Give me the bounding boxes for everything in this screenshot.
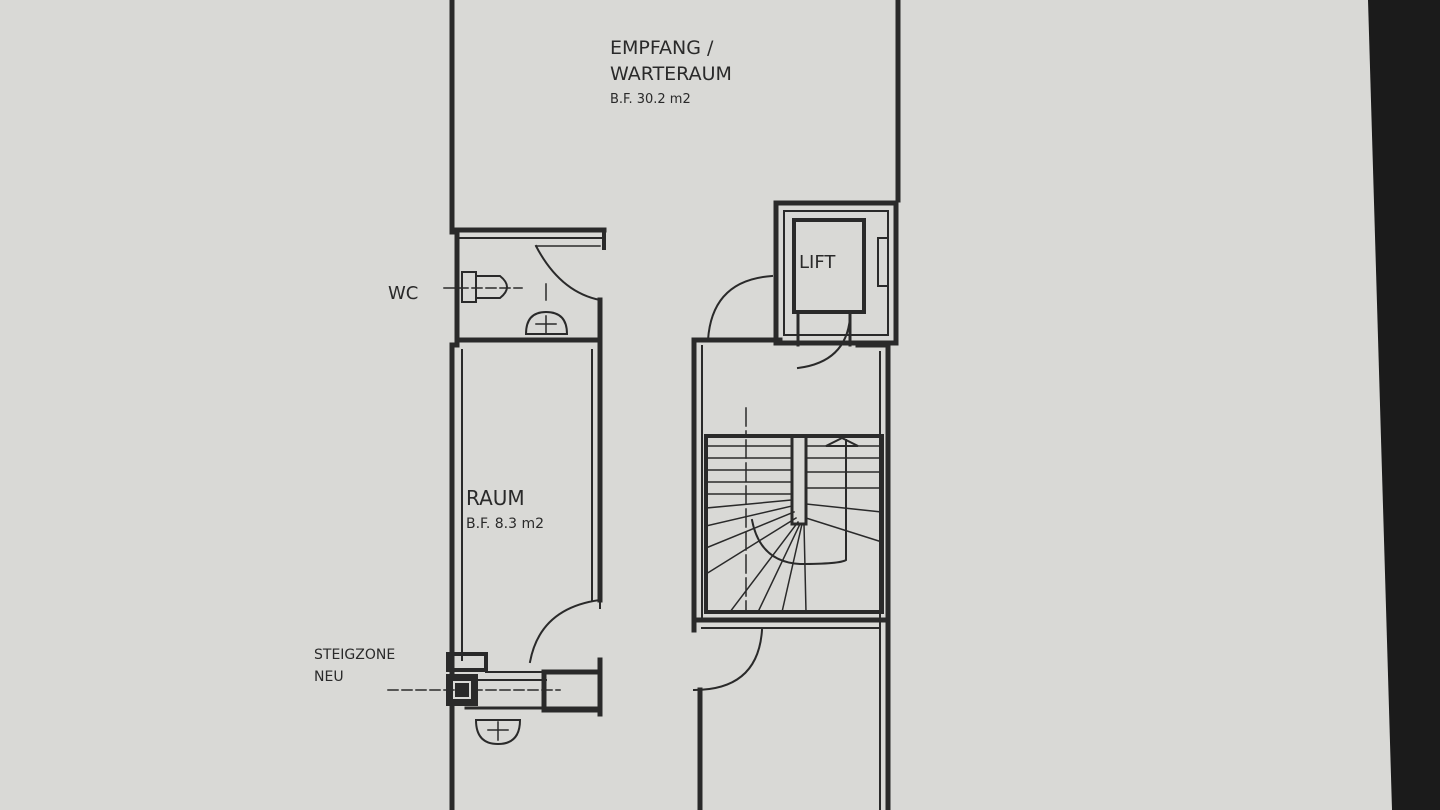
reception-area: B.F. 30.2 m2 [610,92,691,107]
reception-walls [449,0,901,235]
room-name: RAUM [466,486,525,510]
staircase [704,407,884,614]
lift-door-swing [796,316,852,370]
reception-name-line2: WARTERAUM [610,63,732,85]
riser-label-line2: NEU [314,669,344,685]
sink-icon [524,283,569,335]
room-area: B.F. 8.3 m2 [466,516,544,532]
lift-label: LIFT [799,252,836,273]
stair-hall-walls [691,337,891,810]
toilet-icon [443,271,523,303]
wc-label: WC [388,283,418,304]
lift-shaft [773,200,899,347]
room-walls [449,342,603,810]
room-door-swing [528,598,602,664]
riser-label-line1: STEIGZONE [314,647,395,663]
riser-sink-icon [474,719,522,746]
reception-name-line1: EMPFANG / [610,37,714,59]
hall-door-swing-upper [706,274,774,342]
riser-walls [387,652,603,717]
wc-walls [454,228,606,348]
wc-door-swing [534,244,602,302]
hall-door-swing-lower [692,628,764,692]
